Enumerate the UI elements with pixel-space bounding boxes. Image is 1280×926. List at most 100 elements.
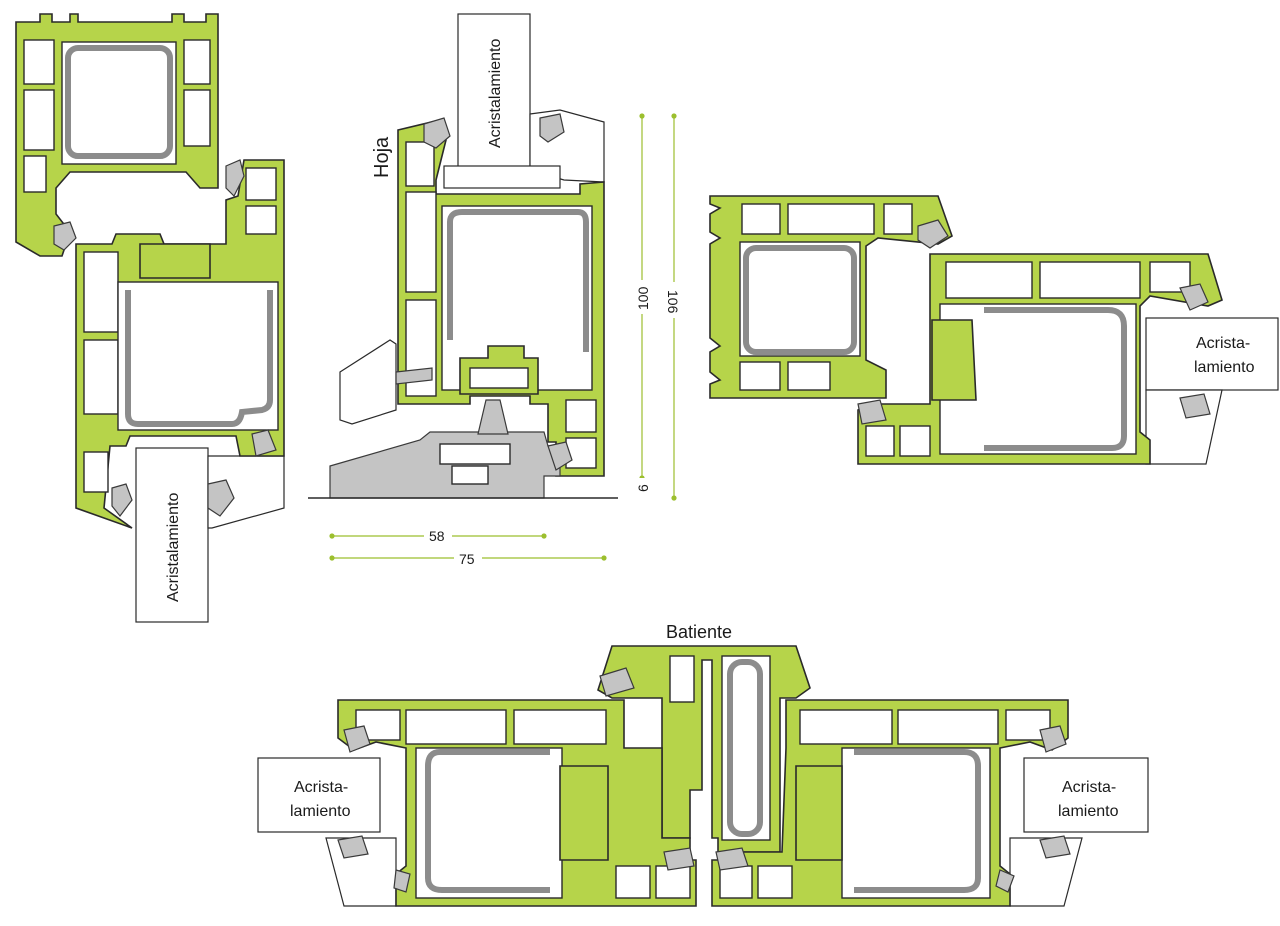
glazing-label-center: Acristalamiento: [487, 39, 504, 148]
gasket: [1039, 725, 1067, 753]
drain-brush: [477, 399, 509, 435]
glazing-label-bottom-left-line2: lamiento: [290, 803, 351, 820]
section-top-left: [15, 13, 285, 623]
gasket: [857, 399, 887, 425]
sash-chamber: [405, 709, 507, 745]
leaf-chamber: [565, 399, 597, 433]
dimension-height-inner: 100: [635, 286, 651, 310]
steel-reinforcement: [984, 307, 1127, 451]
sash-chamber: [945, 261, 1033, 299]
section-top-center: [308, 13, 618, 499]
frame-chamber: [23, 89, 55, 151]
leaf-chamber: [565, 437, 597, 469]
sash-chamber: [83, 339, 119, 415]
sash-chamber: [245, 205, 277, 235]
sash-chamber: [83, 451, 109, 493]
steel-reinforcement: [65, 45, 173, 159]
glass-pane-left: [135, 447, 209, 623]
dimension-width-inner: 58: [429, 528, 445, 544]
hardware-chamber: [469, 367, 529, 389]
glazing-label-bottom-left-line1: Acrista-: [294, 779, 348, 796]
leaf-label: Hoja: [371, 136, 393, 178]
sash-inner-lug: [931, 319, 977, 401]
glass-spacer: [443, 165, 561, 189]
glazing-label-right-line1: Acrista-: [1196, 335, 1250, 352]
gasket: [343, 725, 371, 753]
steel-reinforcement: [743, 245, 857, 355]
frame-chamber: [787, 361, 831, 391]
sash-chamber: [245, 167, 277, 201]
dimension-width-outer: 75: [459, 551, 475, 567]
frame-chamber: [183, 89, 211, 147]
leaf-chamber: [405, 191, 437, 293]
sash-chamber: [117, 281, 279, 431]
gasket: [715, 847, 749, 871]
frame-chamber: [61, 41, 177, 165]
drip-rail: [339, 339, 397, 425]
steel-reinforcement: [854, 749, 981, 893]
glazing-label-bottom-right-line1: Acrista-: [1062, 779, 1116, 796]
glazing-label-bottom-right-line2: lamiento: [1058, 803, 1119, 820]
mullion-label: Batiente: [666, 622, 732, 642]
frame-chamber: [883, 203, 913, 235]
frame-chamber: [23, 155, 47, 193]
sash-chamber: [719, 865, 753, 899]
frame-chamber: [739, 241, 861, 357]
glass-pane-right: [1145, 317, 1279, 391]
gasket: [111, 483, 133, 517]
gasket: [225, 159, 245, 198]
screw: [395, 367, 433, 385]
section-bottom: [257, 645, 1149, 907]
gasket: [423, 117, 451, 149]
sash-chamber: [865, 425, 895, 457]
threshold-profile: [329, 431, 561, 499]
gasket: [1179, 283, 1209, 311]
steel-reinforcement: [425, 749, 550, 893]
sash-chamber: [897, 709, 999, 745]
gasket: [337, 835, 369, 859]
frame-chamber: [739, 361, 781, 391]
sash-chamber: [899, 425, 931, 457]
frame-chamber: [183, 39, 211, 85]
glass-pane-bottom-right: [1023, 757, 1149, 833]
sash-chamber: [799, 709, 893, 745]
sash-chamber: [83, 251, 119, 333]
sash-inner-lug: [139, 243, 211, 279]
sash-chamber: [615, 865, 651, 899]
frame-chamber: [23, 39, 55, 85]
gasket: [599, 667, 635, 697]
frame-chamber: [787, 203, 875, 235]
glass-pane-center: [457, 13, 531, 171]
threshold-chamber: [451, 465, 489, 485]
sash-chamber: [415, 747, 563, 899]
gasket: [995, 869, 1015, 893]
glazing-label-right-line2: lamiento: [1194, 359, 1255, 376]
steel-reinforcement: [447, 209, 589, 352]
sash-chamber: [655, 865, 691, 899]
sash-chamber: [841, 747, 991, 899]
steel-reinforcement: [125, 290, 273, 427]
sash-inner-lug: [795, 765, 843, 861]
gasket: [393, 869, 411, 893]
steel-reinforcement: [727, 659, 763, 837]
sash-chamber: [757, 865, 793, 899]
sash-inner-lug: [559, 765, 609, 861]
gasket: [539, 113, 565, 143]
gasket: [663, 847, 695, 871]
gasket: [53, 221, 77, 251]
leaf-chamber: [405, 141, 435, 187]
glazing-label-left: Acristalamiento: [165, 493, 182, 602]
threshold-chamber: [439, 443, 511, 465]
gasket: [547, 441, 573, 471]
glass-pane-bottom-left: [257, 757, 381, 833]
gasket: [251, 429, 277, 457]
gasket: [207, 479, 235, 517]
gasket: [1039, 835, 1071, 859]
dimension-height-outer: 106: [665, 290, 681, 314]
gasket: [917, 219, 949, 249]
frame-chamber: [741, 203, 781, 235]
dimension-bottom-gap: 6: [635, 484, 651, 492]
sash-chamber: [513, 709, 607, 745]
sash-chamber: [1039, 261, 1141, 299]
